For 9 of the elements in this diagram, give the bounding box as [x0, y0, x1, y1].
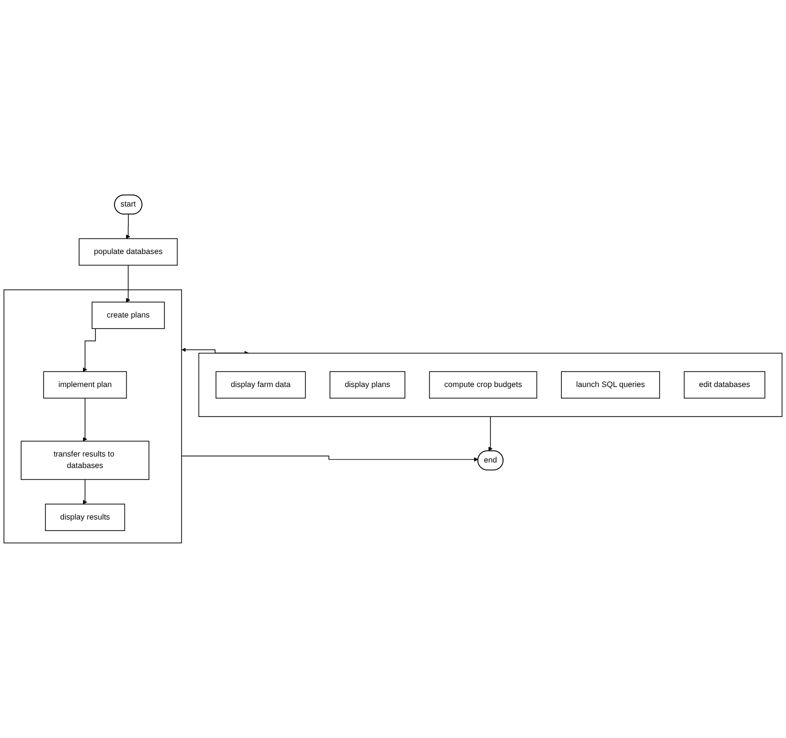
arrow — [82, 479, 88, 504]
cluster — [198, 352, 782, 418]
arrow — [488, 416, 493, 452]
cluster — [4, 290, 182, 544]
arrow — [126, 264, 130, 302]
arrow — [182, 348, 249, 356]
arrow — [126, 214, 130, 239]
arrow — [181, 456, 478, 462]
arrow — [82, 398, 88, 442]
